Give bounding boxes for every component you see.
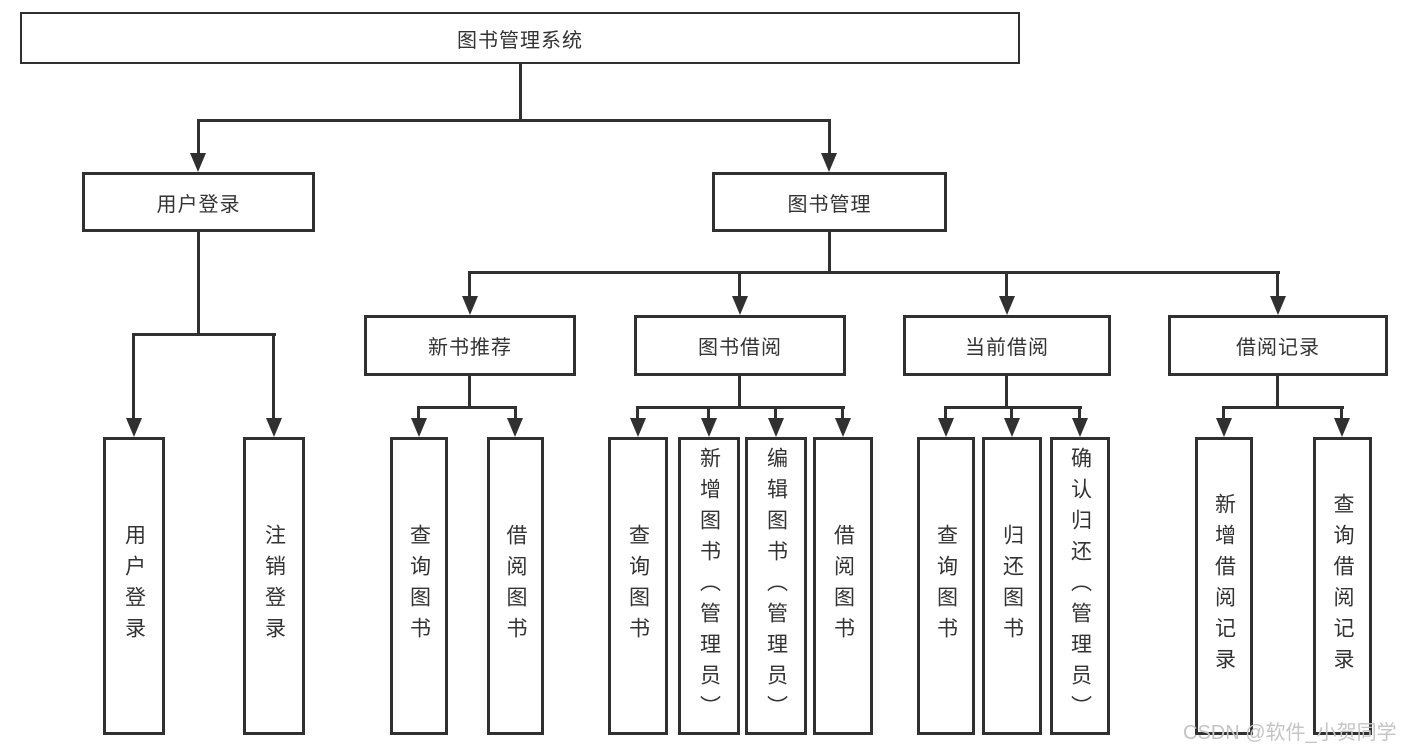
leaf-bb-add-book-admin-label: 新增图书（管理员） [697, 446, 721, 726]
connector-vline [1222, 406, 1225, 422]
connector-hline [944, 406, 1082, 409]
connector-vline [828, 119, 831, 159]
connector-vline [1005, 376, 1008, 409]
arrowhead-icon [1072, 418, 1088, 437]
node-new-book-recommend: 新书推荐 [364, 315, 576, 376]
arrowhead-icon [266, 418, 282, 437]
leaf-bb-edit-book-admin-label: 编辑图书（管理员） [764, 446, 788, 726]
node-book-management-label: 图书管理 [787, 193, 872, 216]
connector-vline [519, 62, 522, 120]
connector-vline [841, 406, 844, 422]
connector-hline [468, 271, 1280, 274]
arrowhead-icon [732, 296, 748, 315]
arrowhead-icon [1334, 418, 1350, 437]
node-user-login: 用户登录 [82, 172, 315, 232]
leaf-logout-label: 注销登录 [262, 524, 286, 648]
arrowhead-icon [1270, 296, 1286, 315]
leaf-bb-edit-book-admin: 编辑图书（管理员） [745, 437, 807, 735]
node-new-book-recommend-label: 新书推荐 [428, 337, 512, 359]
node-root-label: 图书管理系统 [457, 29, 583, 52]
connector-vline [272, 333, 275, 424]
leaf-cb-confirm-return-admin-label: 确认归还（管理员） [1068, 446, 1092, 726]
connector-vline [1276, 376, 1279, 409]
leaf-br-add-record: 新增借阅记录 [1195, 437, 1253, 735]
leaf-user-login: 用户登录 [103, 437, 165, 735]
arrowhead-icon [938, 418, 954, 437]
arrowhead-icon [768, 418, 784, 437]
arrowhead-icon [190, 153, 206, 172]
node-root: 图书管理系统 [20, 12, 1020, 64]
leaf-cb-query-book: 查询图书 [917, 437, 975, 735]
connector-vline [1005, 271, 1008, 299]
connector-vline [197, 232, 200, 336]
arrowhead-icon [126, 418, 142, 437]
node-current-borrow: 当前借阅 [903, 315, 1111, 376]
connector-vline [417, 406, 420, 422]
node-user-login-label: 用户登录 [156, 193, 241, 216]
connector-vline [944, 406, 947, 422]
leaf-cb-confirm-return-admin: 确认归还（管理员） [1050, 437, 1110, 735]
connector-hline [636, 406, 845, 409]
connector-hline [132, 333, 276, 336]
connector-vline [636, 406, 639, 422]
connector-vline [774, 406, 777, 422]
connector-hline [417, 406, 517, 409]
connector-vline [132, 333, 135, 424]
connector-vline [1276, 271, 1279, 299]
connector-vline [197, 119, 200, 159]
connector-vline [828, 232, 831, 274]
connector-vline [738, 376, 741, 409]
connector-hline [1222, 406, 1344, 409]
arrowhead-icon [630, 418, 646, 437]
arrowhead-icon [701, 418, 717, 437]
leaf-br-query-record-label: 查询借阅记录 [1331, 493, 1354, 679]
node-borrow-record-label: 借阅记录 [1236, 337, 1320, 359]
connector-vline [707, 406, 710, 422]
leaf-bb-add-book-admin: 新增图书（管理员） [678, 437, 740, 735]
arrowhead-icon [821, 153, 837, 172]
connector-vline [738, 271, 741, 299]
connector-vline [1010, 406, 1013, 422]
node-book-management: 图书管理 [712, 172, 947, 232]
arrowhead-icon [999, 296, 1015, 315]
connector-vline [1078, 406, 1081, 422]
leaf-cb-query-book-label: 查询图书 [934, 524, 958, 648]
leaf-bb-borrow-book: 借阅图书 [813, 437, 873, 735]
arrowhead-icon [1004, 418, 1020, 437]
leaf-br-query-record: 查询借阅记录 [1313, 437, 1372, 735]
connector-vline [468, 376, 471, 409]
connector-hline [197, 119, 831, 122]
leaf-bb-query-book: 查询图书 [608, 437, 668, 735]
connector-vline [468, 271, 471, 299]
csdn-watermark: CSDN @软件_小贺同学 [1183, 722, 1397, 744]
node-book-borrow: 图书借阅 [634, 315, 846, 376]
leaf-rec-query-book-label: 查询图书 [407, 524, 431, 648]
leaf-logout: 注销登录 [243, 437, 305, 735]
leaf-user-login-label: 用户登录 [122, 524, 146, 648]
arrowhead-icon [462, 296, 478, 315]
leaf-cb-return-book: 归还图书 [982, 437, 1042, 735]
leaf-rec-borrow-book-label: 借阅图书 [504, 524, 527, 648]
arrowhead-icon [411, 418, 427, 437]
leaf-br-add-record-label: 新增借阅记录 [1212, 493, 1236, 679]
leaf-bb-query-book-label: 查询图书 [626, 524, 650, 648]
connector-vline [514, 406, 517, 422]
arrowhead-icon [507, 418, 523, 437]
leaf-cb-return-book-label: 归还图书 [1000, 524, 1024, 648]
node-current-borrow-label: 当前借阅 [965, 337, 1049, 359]
node-book-borrow-label: 图书借阅 [698, 337, 782, 359]
node-borrow-record: 借阅记录 [1168, 315, 1388, 376]
connector-vline [1340, 406, 1343, 422]
leaf-rec-query-book: 查询图书 [390, 437, 448, 735]
arrowhead-icon [835, 418, 851, 437]
leaf-rec-borrow-book: 借阅图书 [487, 437, 544, 735]
leaf-bb-borrow-book-label: 借阅图书 [831, 524, 855, 648]
arrowhead-icon [1216, 418, 1232, 437]
